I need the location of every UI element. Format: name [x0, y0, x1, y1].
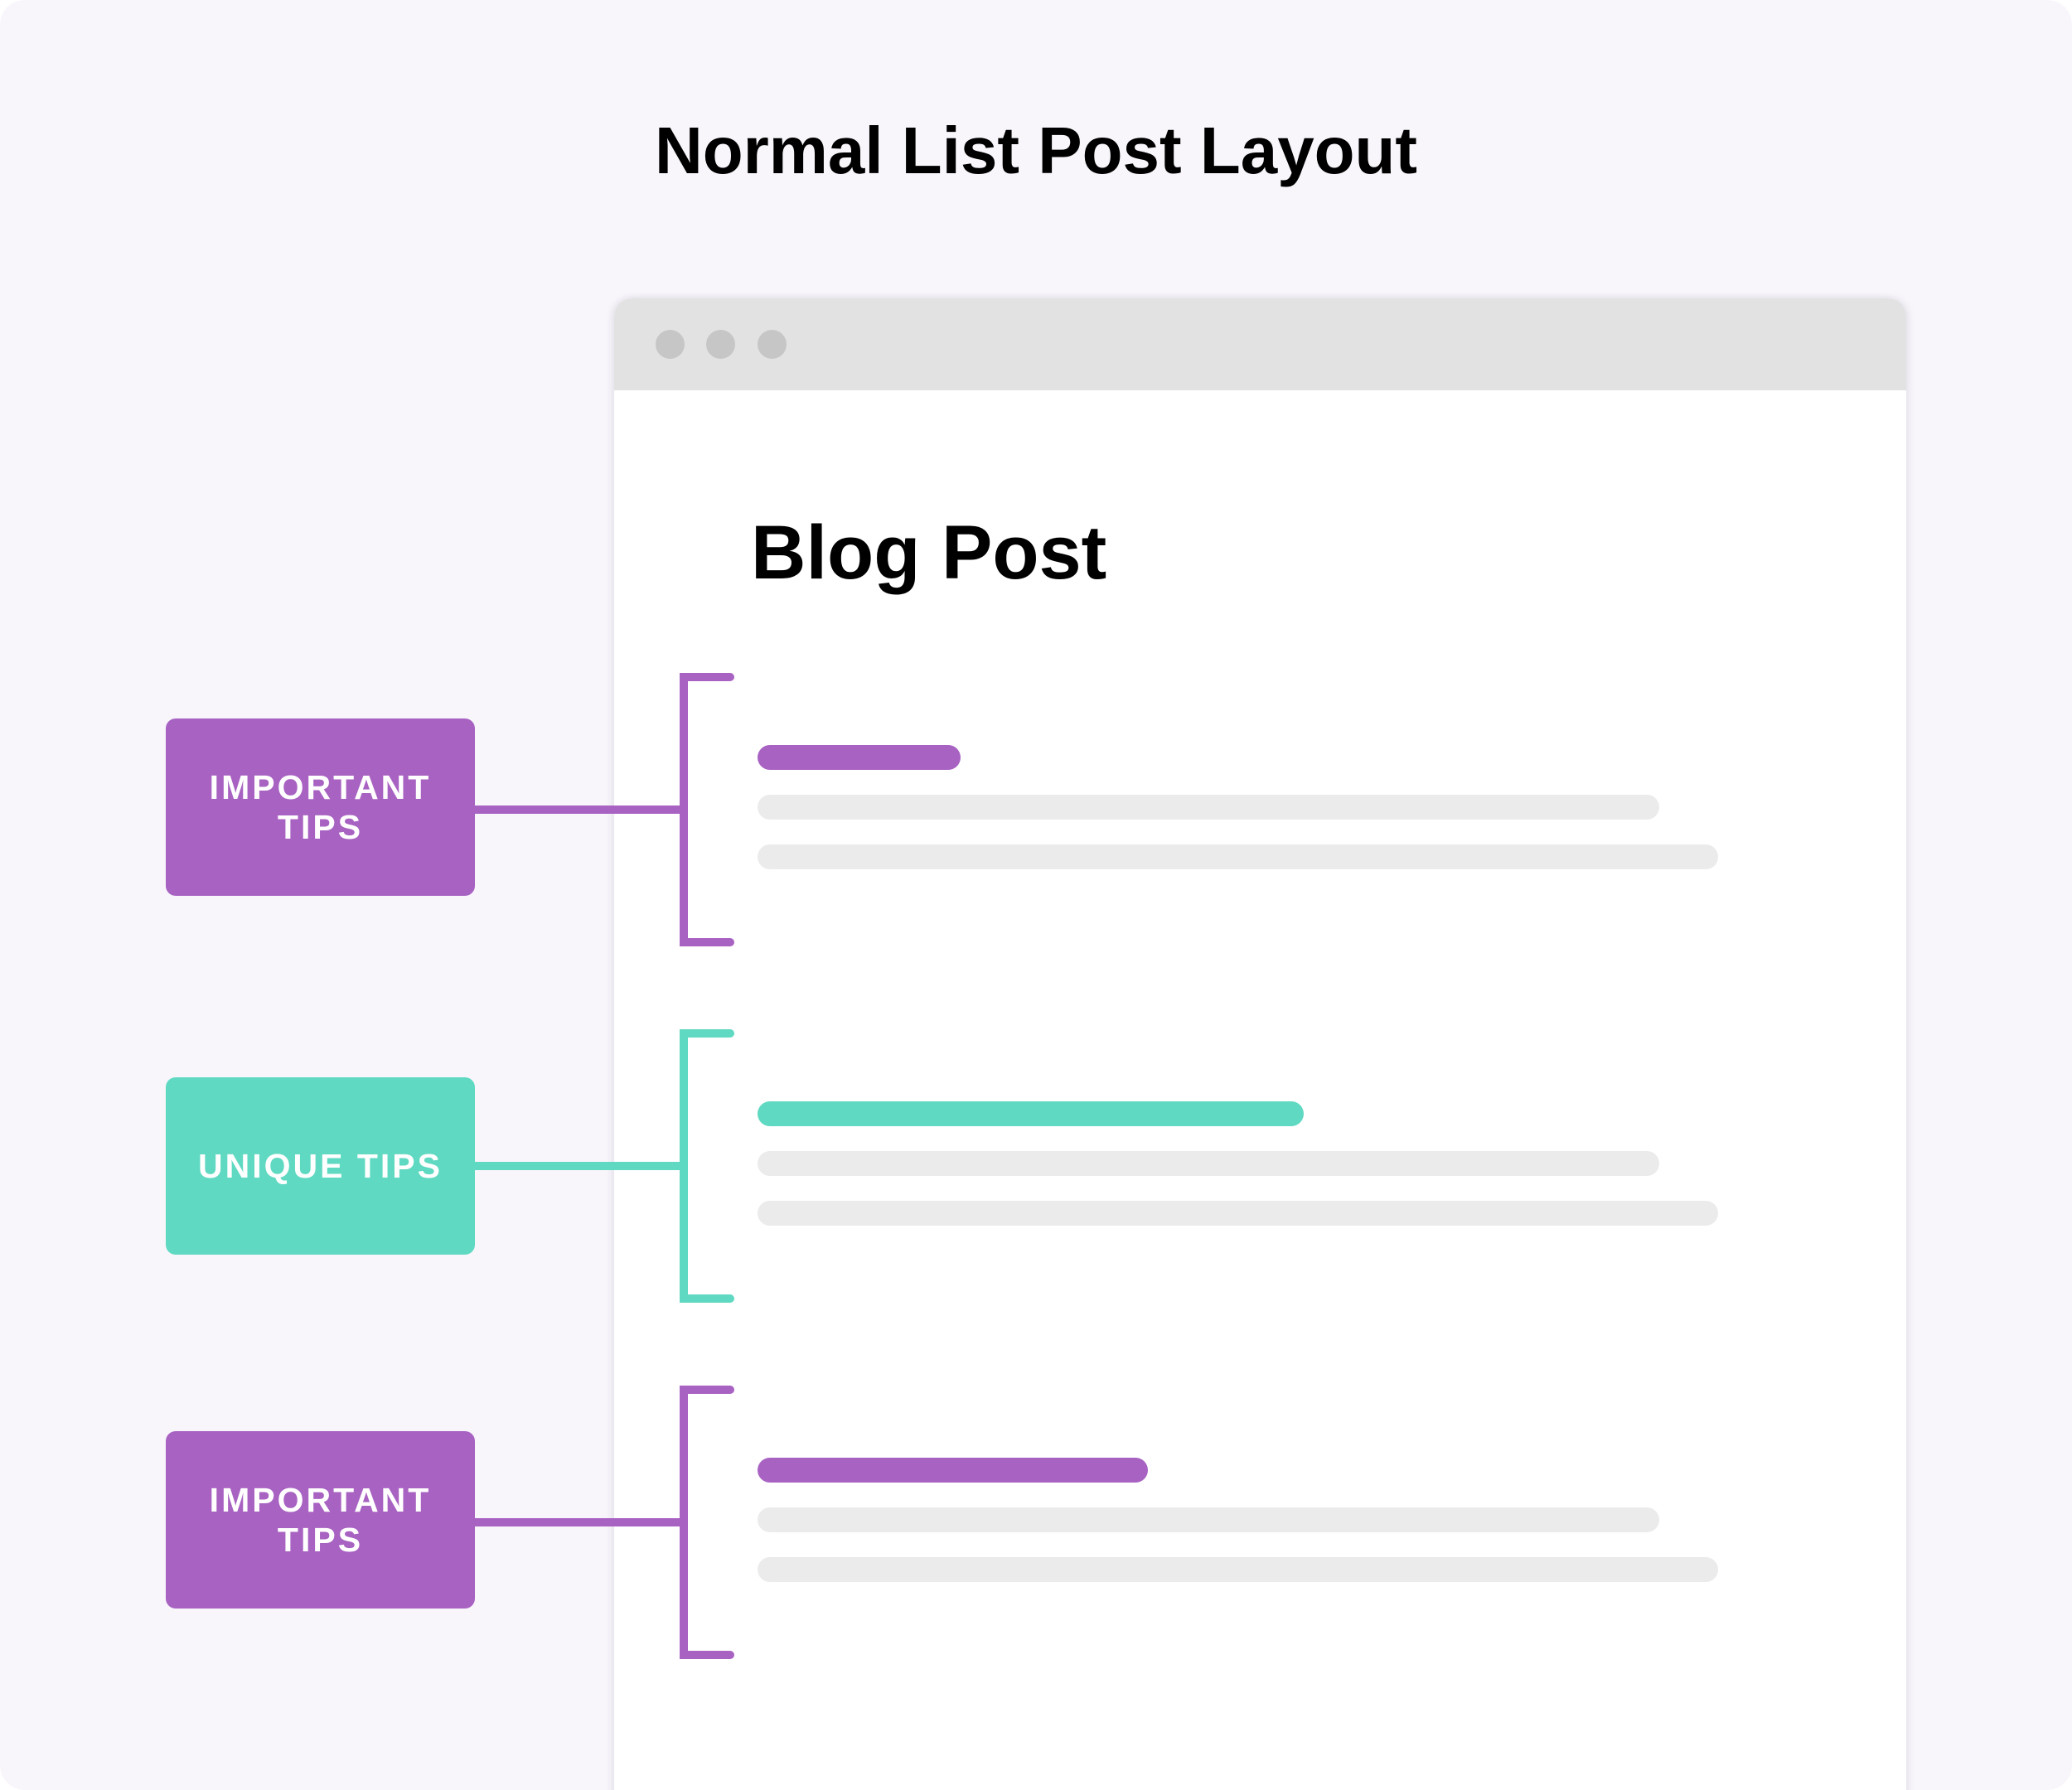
connector-line [475, 806, 684, 814]
window-dot-icon [706, 330, 735, 359]
section-1-text-line [758, 795, 1659, 820]
label-line-2: TIPS [277, 1521, 364, 1559]
window-dot-icon [758, 330, 787, 359]
section-bracket [680, 1386, 725, 1659]
page-title: Normal List Post Layout [0, 111, 2072, 191]
section-3-text-line [758, 1557, 1718, 1582]
important-tips-label: IMPORTANT TIPS [166, 1431, 475, 1609]
connector-line [475, 1518, 684, 1526]
browser-titlebar [614, 298, 1906, 390]
important-tips-label: IMPORTANT TIPS [166, 718, 475, 896]
section-1-heading-bar [758, 745, 961, 770]
connector-line [475, 1162, 684, 1170]
unique-tips-label: UNIQUE TIPS [166, 1077, 475, 1255]
section-2-heading-bar [758, 1101, 1304, 1126]
browser-window-mockup: Blog Post [614, 298, 1906, 1790]
page-title-text: Normal List Post Layout [654, 114, 1418, 187]
bracket-end-cap [723, 673, 734, 681]
bracket-end-cap [723, 938, 734, 946]
section-3-text-line [758, 1507, 1659, 1532]
section-bracket [680, 1029, 725, 1303]
bracket-end-cap [723, 1029, 734, 1038]
section-1-text-line [758, 844, 1718, 869]
window-dot-icon [656, 330, 685, 359]
label-line-2: TIPS [277, 808, 364, 846]
label-line-1: IMPORTANT [209, 768, 432, 806]
label-line-1: IMPORTANT [209, 1481, 432, 1519]
section-3-heading-bar [758, 1458, 1148, 1483]
bracket-end-cap [723, 1651, 734, 1659]
blog-post-heading: Blog Post [751, 510, 1107, 595]
bracket-end-cap [723, 1294, 734, 1303]
bracket-end-cap [723, 1386, 734, 1394]
section-bracket [680, 673, 725, 946]
section-2-text-line [758, 1151, 1659, 1176]
section-2-text-line [758, 1201, 1718, 1226]
label-line-1: UNIQUE TIPS [198, 1147, 443, 1185]
